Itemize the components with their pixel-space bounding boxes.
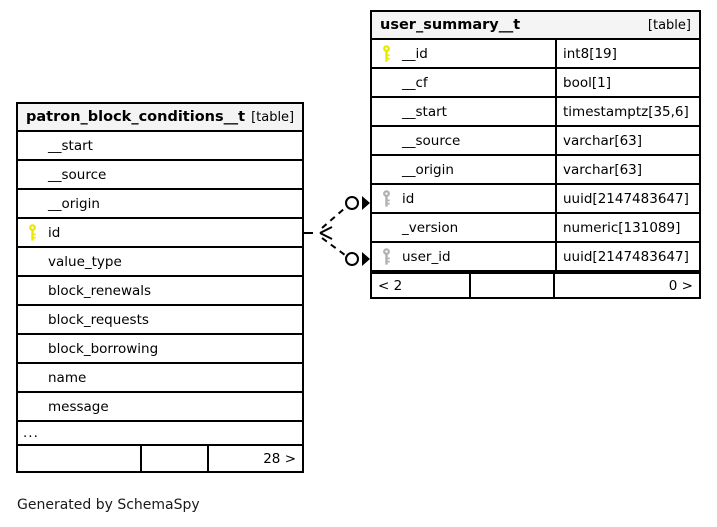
column-type: bool[1] bbox=[555, 69, 699, 96]
table-row[interactable]: id bbox=[18, 219, 302, 248]
table-patron-block-conditions[interactable]: patron_block_conditions__t [table] __sta… bbox=[16, 102, 304, 473]
table-title: user_summary__t bbox=[380, 17, 521, 33]
column-name: __origin bbox=[48, 195, 100, 212]
table-type-tag: [table] bbox=[251, 109, 295, 125]
table-row[interactable]: __source varchar[63] bbox=[372, 127, 699, 156]
column-name: __start bbox=[402, 103, 447, 120]
table-type-tag: [table] bbox=[647, 17, 691, 33]
table-row[interactable]: block_borrowing bbox=[18, 335, 302, 364]
table-row[interactable]: id uuid[2147483647] bbox=[372, 185, 699, 214]
table-row[interactable]: user_id uuid[2147483647] bbox=[372, 243, 699, 272]
column-name: block_requests bbox=[48, 311, 149, 328]
column-type: numeric[131089] bbox=[555, 214, 699, 241]
column-name: id bbox=[402, 190, 415, 207]
table-row[interactable]: __start timestamptz[35,6] bbox=[372, 98, 699, 127]
column-name: block_renewals bbox=[48, 282, 152, 299]
column-name: __source bbox=[48, 166, 107, 183]
table-row[interactable]: __id int8[19] bbox=[372, 40, 699, 69]
table-row[interactable]: block_requests bbox=[18, 306, 302, 335]
column-name: __cf bbox=[402, 74, 428, 91]
column-name: block_borrowing bbox=[48, 340, 159, 357]
column-name: id bbox=[48, 224, 61, 241]
foreign-key-icon bbox=[378, 190, 400, 207]
table-header: user_summary__t [table] bbox=[372, 12, 699, 40]
table-row[interactable]: __origin varchar[63] bbox=[372, 156, 699, 185]
column-name: message bbox=[48, 398, 109, 415]
column-name: _version bbox=[402, 219, 459, 236]
column-type: varchar[63] bbox=[555, 156, 699, 183]
table-row[interactable]: __cf bool[1] bbox=[372, 69, 699, 98]
column-name: __origin bbox=[402, 161, 454, 178]
primary-key-icon bbox=[24, 224, 46, 241]
footer-incoming-count bbox=[18, 446, 140, 471]
column-name: user_id bbox=[402, 248, 451, 265]
footer-middle bbox=[140, 446, 207, 471]
column-type: int8[19] bbox=[555, 40, 699, 67]
foreign-key-icon bbox=[378, 248, 400, 265]
column-type: varchar[63] bbox=[555, 127, 699, 154]
table-row[interactable]: __origin bbox=[18, 190, 302, 219]
footer-middle bbox=[469, 274, 553, 297]
table-row[interactable]: message bbox=[18, 393, 302, 422]
table-row[interactable]: _version numeric[131089] bbox=[372, 214, 699, 243]
primary-key-icon bbox=[378, 45, 400, 62]
more-columns-indicator: ... bbox=[18, 422, 302, 446]
table-user-summary[interactable]: user_summary__t [table] __id int8[19] __… bbox=[370, 10, 701, 299]
footer-outgoing-count: 28 > bbox=[207, 446, 302, 471]
table-row[interactable]: name bbox=[18, 364, 302, 393]
column-type: uuid[2147483647] bbox=[555, 243, 699, 270]
table-header: patron_block_conditions__t [table] bbox=[18, 104, 302, 132]
table-row[interactable]: block_renewals bbox=[18, 277, 302, 306]
footer-incoming-count: < 2 bbox=[378, 277, 403, 294]
column-type: uuid[2147483647] bbox=[555, 185, 699, 212]
column-name: __start bbox=[48, 137, 93, 154]
table-row[interactable]: __source bbox=[18, 161, 302, 190]
footer-outgoing-count: 0 > bbox=[553, 274, 699, 297]
column-name: __source bbox=[402, 132, 461, 149]
table-title: patron_block_conditions__t bbox=[26, 109, 246, 125]
column-type: timestamptz[35,6] bbox=[555, 98, 699, 125]
table-footer: 28 > bbox=[18, 446, 302, 471]
table-row[interactable]: value_type bbox=[18, 248, 302, 277]
column-name: value_type bbox=[48, 253, 122, 270]
table-row[interactable]: __start bbox=[18, 132, 302, 161]
column-name: __id bbox=[402, 45, 428, 62]
table-footer: < 2 0 > bbox=[372, 272, 699, 297]
generator-caption: Generated by SchemaSpy bbox=[17, 497, 200, 513]
column-name: name bbox=[48, 369, 87, 386]
